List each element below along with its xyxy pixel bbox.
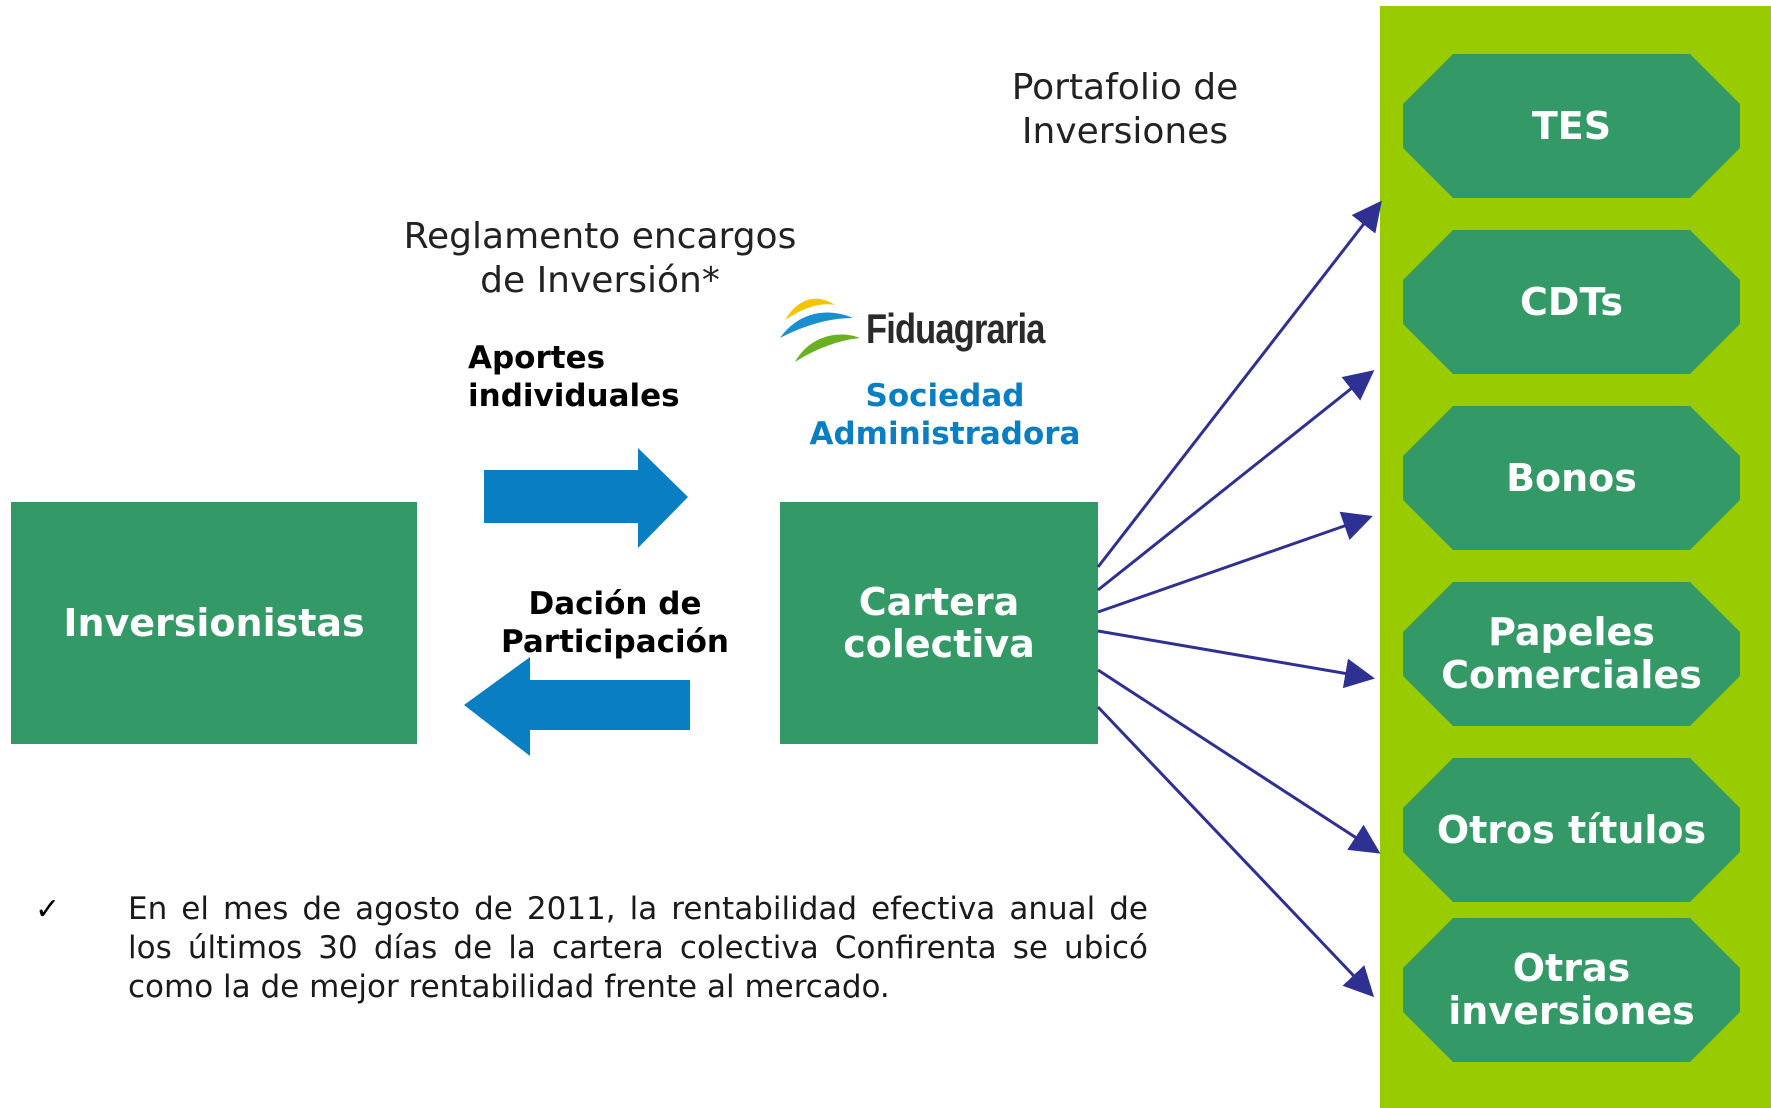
- contributions-label: Aportes individuales: [468, 340, 680, 414]
- portfolio-title: Portafolio de Inversiones: [1011, 67, 1239, 152]
- participation-label: Dación de Participación: [500, 586, 730, 660]
- fund-label: Cartera colectiva: [843, 580, 1035, 666]
- brand-name: Fiduagraria: [866, 305, 1045, 352]
- contributions-arrow-icon: [484, 448, 688, 548]
- check-bullet-icon: ✓: [35, 892, 61, 927]
- investment-tes: TES: [1403, 54, 1740, 198]
- investment-label: Otros títulos: [1436, 807, 1707, 852]
- investment-papeles-comerciales: Papeles Comerciales: [1403, 582, 1740, 726]
- investment-label: CDTs: [1520, 279, 1623, 324]
- investment-label: Papeles Comerciales: [1441, 610, 1702, 697]
- investment-cdts: CDTs: [1403, 230, 1740, 374]
- investment-otros-titulos: Otros títulos: [1403, 758, 1740, 902]
- participation-arrow-icon: [464, 657, 690, 756]
- investment-bonos: Bonos: [1403, 406, 1740, 550]
- fund-box: Cartera colectiva: [780, 502, 1098, 744]
- investment-label: Otras inversiones: [1448, 946, 1695, 1033]
- connector-line: [1097, 370, 1375, 592]
- regulation-title: Reglamento encargos de Inversión*: [403, 216, 797, 301]
- investment-label: TES: [1531, 103, 1612, 148]
- performance-note: En el mes de agosto de 2011, la rentabil…: [128, 891, 1148, 1005]
- investment-label: Bonos: [1506, 455, 1637, 500]
- connector-line: [1097, 629, 1375, 689]
- investors-box: Inversionistas: [11, 502, 417, 744]
- connector-line: [1097, 668, 1381, 854]
- fiduagraria-logo-icon: [780, 298, 860, 362]
- connector-line: [1096, 705, 1375, 998]
- investment-otras-inversiones: Otras inversiones: [1403, 918, 1740, 1062]
- connector-line: [1096, 200, 1382, 568]
- brand-subtitle: Sociedad Administradora: [809, 378, 1081, 452]
- investors-label: Inversionistas: [63, 601, 365, 645]
- connector-line: [1097, 511, 1373, 614]
